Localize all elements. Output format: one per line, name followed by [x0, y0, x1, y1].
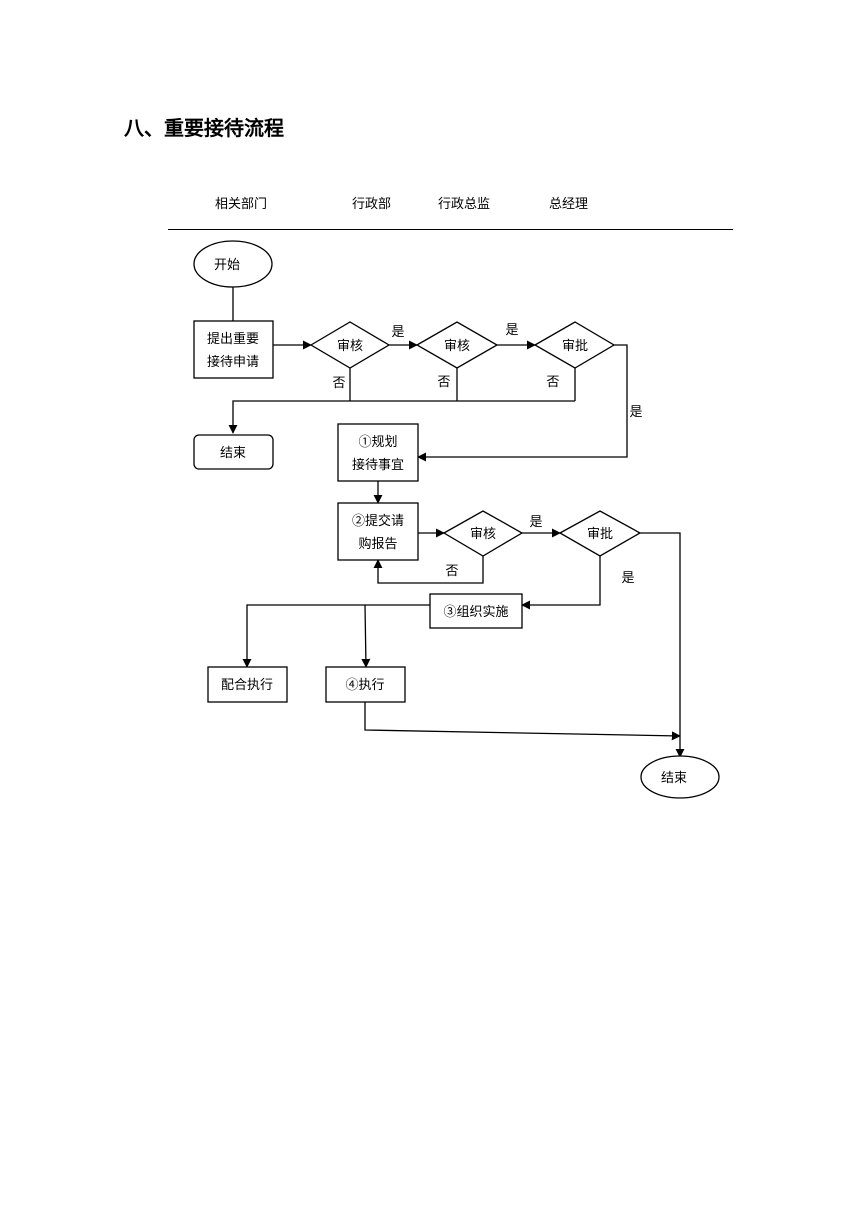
node-review3-label: 审核 [470, 527, 496, 542]
node-approve1-label: 审批 [562, 339, 588, 354]
node-approve1 [533, 321, 616, 369]
node-end-right-label: 结束 [661, 771, 687, 786]
edge-organize-execute [361, 604, 371, 668]
node-submit-label-1: ②提交请 [352, 513, 404, 529]
node-approve2-label: 审批 [587, 527, 613, 542]
node-organize-label: ③组织实施 [443, 605, 508, 620]
node-review1 [309, 321, 391, 369]
node-start-label: 开始 [214, 258, 240, 273]
node-review3 [442, 510, 524, 557]
node-execute [325, 666, 406, 703]
node-apply-label-2: 接待申请 [207, 354, 259, 370]
column-header-admin-director: 行政总监 [438, 197, 491, 212]
node-apply [193, 320, 274, 379]
node-apply-label-1: 提出重要 [207, 331, 259, 347]
column-header-admin-dept: 行政部 [352, 197, 392, 212]
node-end-left [193, 434, 274, 470]
node-cooperate [207, 666, 288, 703]
column-header-general-manager: 总经理 [549, 197, 589, 212]
edge-label-no-3: 否 [546, 375, 559, 390]
node-end-left-label: 结束 [220, 446, 246, 461]
edge-label-no-4: 否 [445, 564, 458, 579]
page-title: 八、重要接待流程 [124, 116, 284, 140]
edge-label-yes-3: 是 [629, 405, 642, 420]
node-approve2 [558, 510, 642, 557]
header-divider [168, 229, 733, 230]
edge-label-no-1: 否 [332, 376, 345, 391]
node-execute-label: ④执行 [345, 678, 384, 693]
node-organize [429, 593, 523, 629]
edge-label-yes-5: 是 [621, 571, 634, 586]
node-plan-label-2: 接待事宜 [352, 457, 404, 473]
column-header-related-dept: 相关部门 [215, 197, 268, 212]
node-submit [337, 502, 419, 561]
node-review2-label: 审核 [444, 339, 470, 354]
node-start [193, 240, 273, 288]
edge-label-yes-2: 是 [505, 323, 518, 338]
node-submit-label-2: 购报告 [358, 536, 397, 552]
edge-organize-cooperate [242, 604, 430, 668]
edge-no-to-end [228, 400, 575, 434]
node-plan [337, 423, 419, 482]
node-cooperate-label: 配合执行 [221, 678, 273, 693]
edge-label-no-2: 否 [437, 375, 450, 390]
node-end-right [640, 755, 720, 799]
edge-approve2-end [640, 532, 685, 758]
edge-review3-no [373, 556, 484, 584]
node-review1-label: 审核 [337, 339, 363, 354]
edge-approve1-plan [417, 344, 628, 462]
node-plan-label-1: ①规划 [358, 435, 397, 450]
node-review2 [415, 321, 499, 369]
edge-execute-end [364, 702, 681, 741]
edge-label-yes-1: 是 [391, 325, 404, 340]
edge-approve2-organize [521, 556, 601, 610]
edge-label-yes-4: 是 [529, 515, 542, 530]
